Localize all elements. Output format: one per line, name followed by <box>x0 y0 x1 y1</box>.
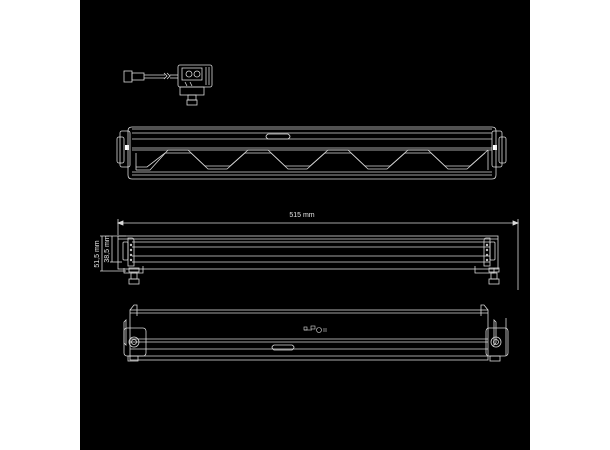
bolt-icon <box>186 94 198 106</box>
length-dimension: 515 mm <box>116 212 520 290</box>
mounting-hole-icon <box>128 336 140 348</box>
bolt-icon <box>128 267 140 285</box>
rear-view <box>123 304 509 362</box>
top-view <box>116 126 507 180</box>
plug-connector-icon <box>303 325 327 333</box>
body-height-label: 38,5 mm <box>104 235 111 262</box>
length-label: 515 mm <box>289 212 314 219</box>
bolt-icon <box>488 267 500 285</box>
plug-connector-icon <box>123 70 178 83</box>
connector-detail <box>123 64 213 106</box>
mounting-hole-icon <box>490 336 502 348</box>
side-view <box>117 235 500 285</box>
height-dimensions: 51,5 mm 38,5 mm <box>94 235 126 272</box>
total-height-label: 51,5 mm <box>94 240 101 267</box>
